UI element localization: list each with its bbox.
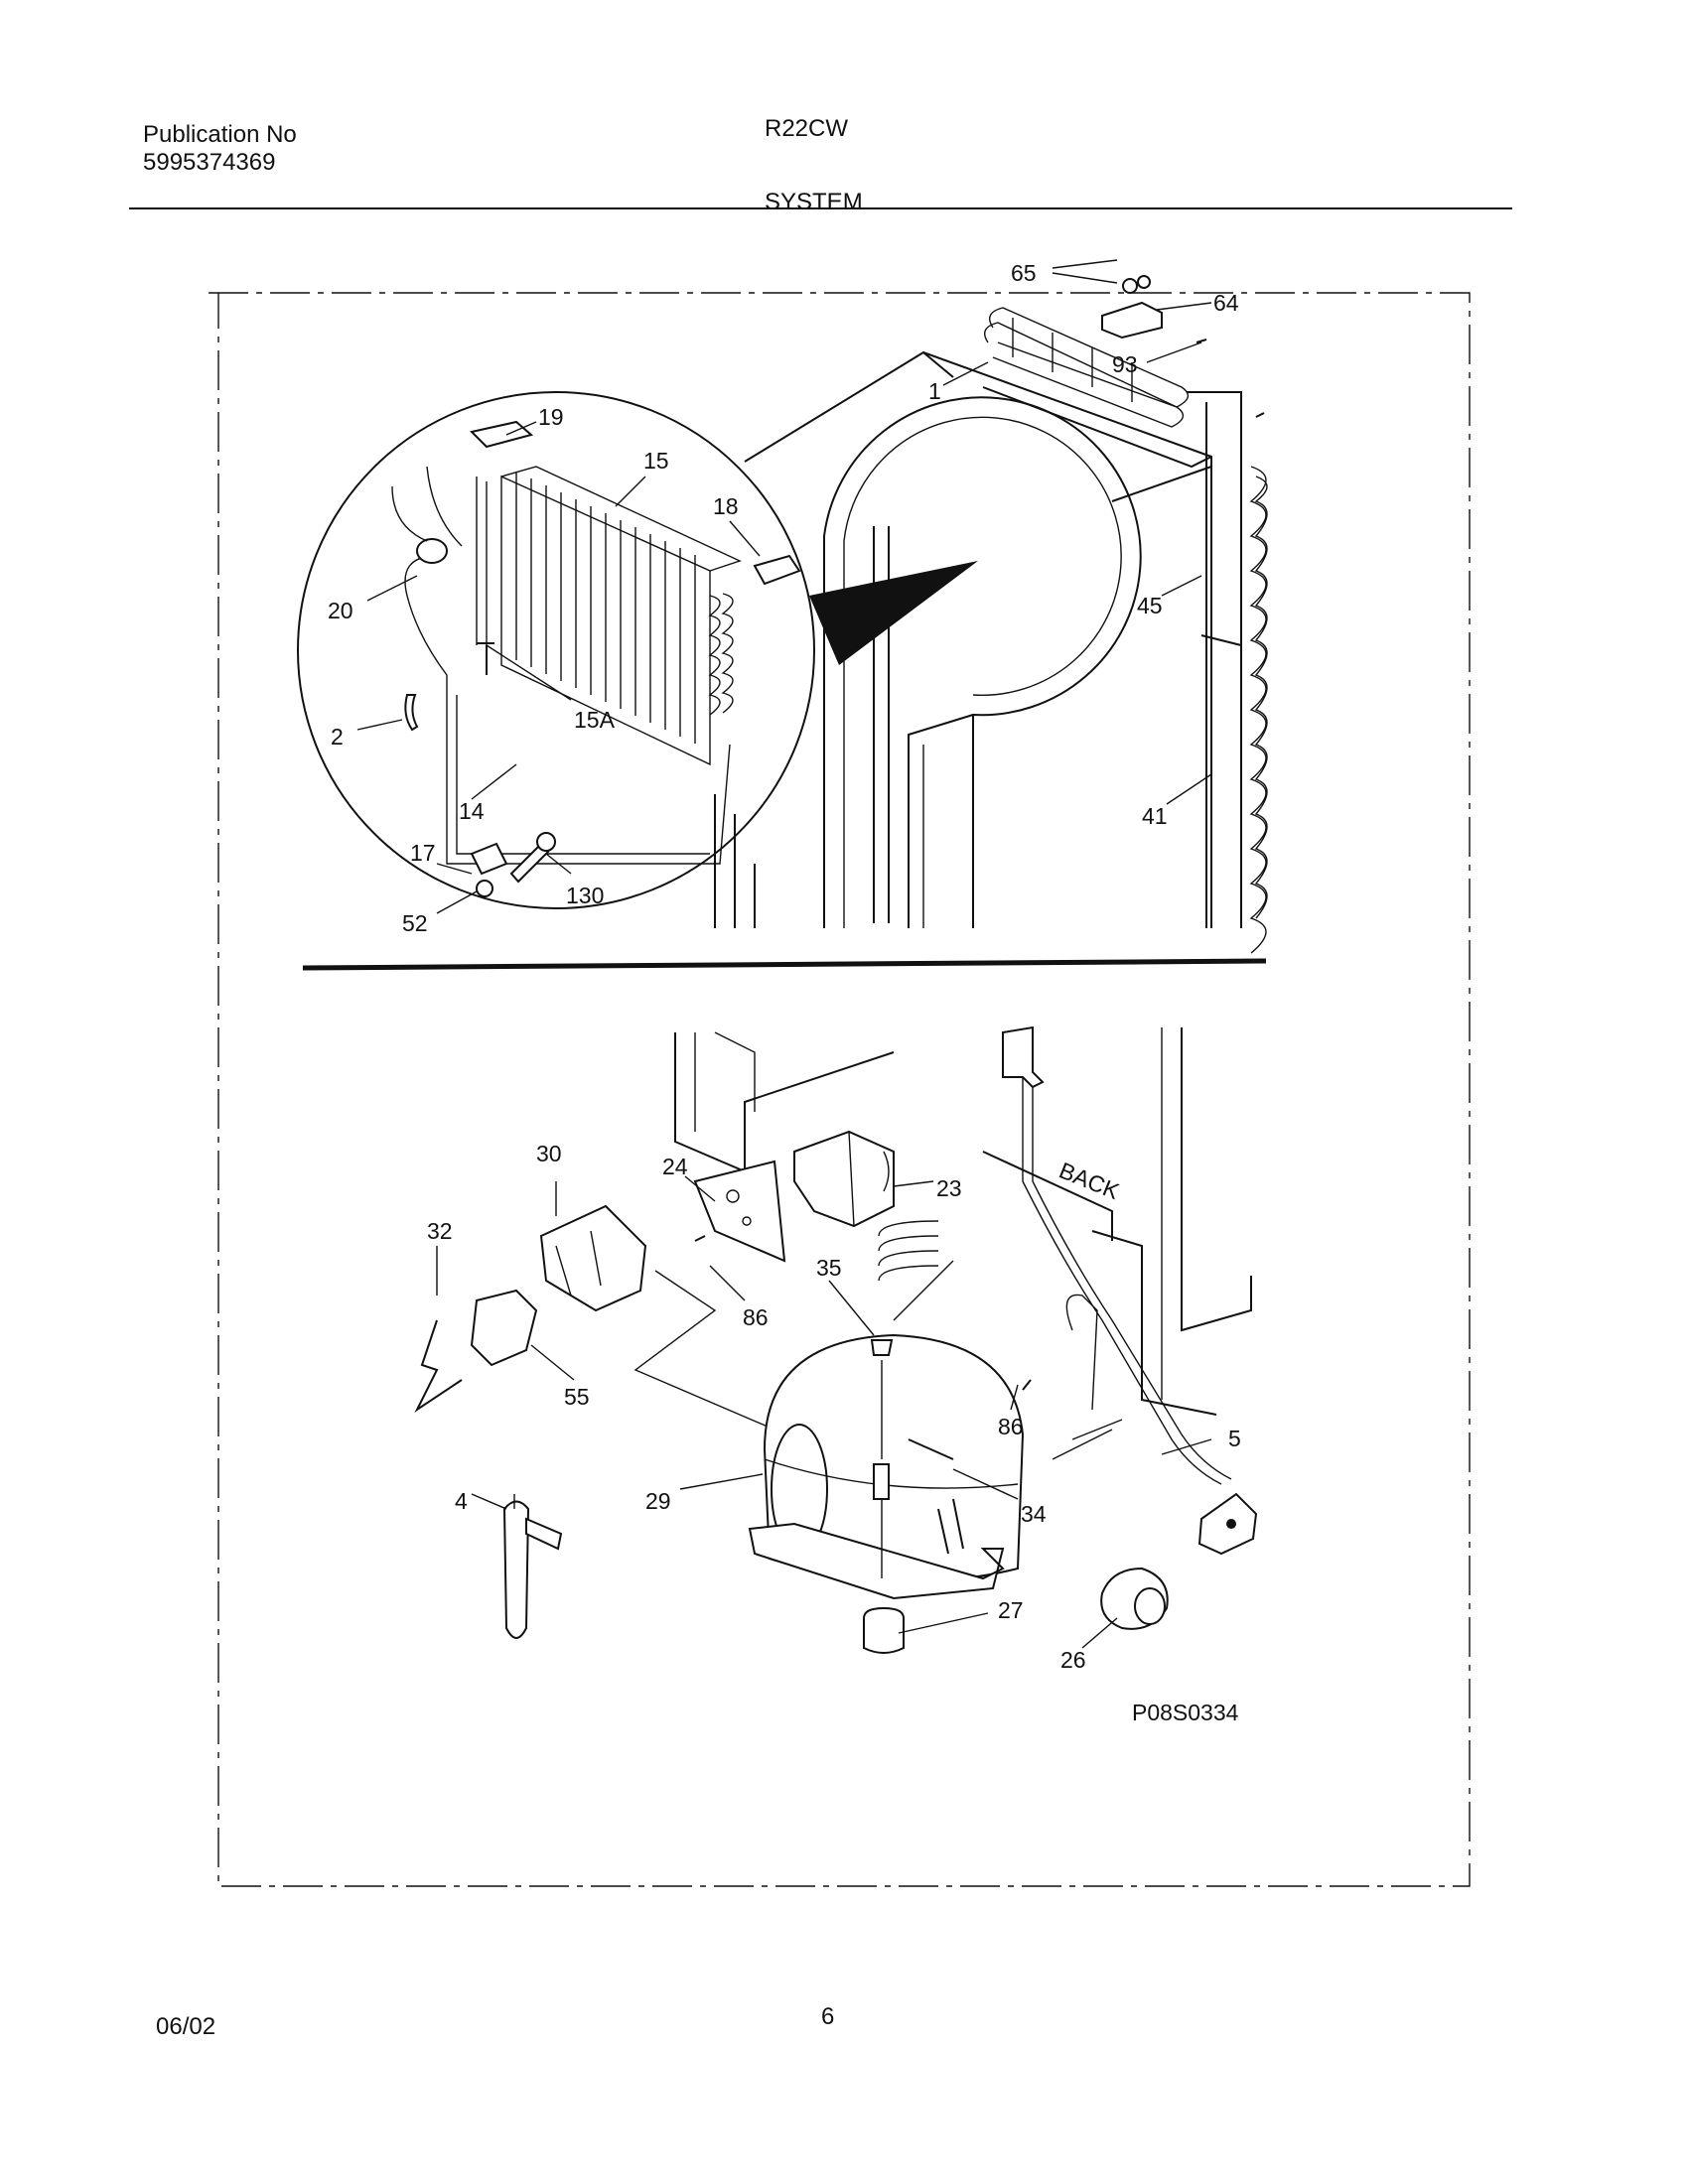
callout-29: 29	[645, 1488, 671, 1514]
callout-labels: 65 64 93 1 19 15 18 20 15A 2 14 17 130 5…	[328, 260, 1241, 1725]
callout-1: 1	[928, 378, 941, 404]
callout-15a: 15A	[574, 707, 616, 733]
callout-5: 5	[1228, 1426, 1241, 1451]
machine-compartment-view	[414, 1025, 1258, 1654]
publication-number: 5995374369	[143, 149, 276, 176]
callout-55: 55	[564, 1384, 590, 1410]
callout-130: 130	[566, 883, 604, 908]
cabinet-back-view	[714, 275, 1268, 954]
callout-15: 15	[643, 448, 669, 474]
callout-65: 65	[1011, 260, 1037, 286]
model-number: R22CW	[765, 115, 849, 142]
callout-52: 52	[402, 910, 428, 936]
footer-date: 06/02	[156, 2013, 216, 2040]
callout-86-upper: 86	[743, 1304, 769, 1330]
evaporator-detail-magnifier	[297, 391, 815, 909]
callout-leaders	[356, 259, 1212, 1649]
figure-code: P08S0334	[1132, 1700, 1239, 1725]
header-rule	[129, 207, 1512, 209]
diagram-frame	[209, 292, 1471, 1887]
callout-23: 23	[936, 1175, 962, 1201]
callout-41: 41	[1142, 803, 1168, 829]
callout-17: 17	[410, 840, 436, 866]
callout-93: 93	[1112, 351, 1138, 377]
callout-64: 64	[1213, 290, 1239, 316]
callout-2: 2	[331, 724, 344, 750]
section-divider	[302, 958, 1267, 971]
callout-19: 19	[538, 404, 564, 430]
callout-45: 45	[1137, 593, 1163, 618]
back-label: BACK	[1055, 1158, 1123, 1205]
callout-32: 32	[427, 1218, 453, 1244]
callout-26: 26	[1060, 1647, 1086, 1673]
section-title: SYSTEM	[765, 189, 863, 215]
publication-label: Publication No	[143, 121, 297, 148]
callout-20: 20	[328, 598, 353, 623]
callout-27: 27	[998, 1597, 1024, 1623]
callout-18: 18	[713, 493, 739, 519]
page-number: 6	[821, 2003, 835, 2030]
callout-14: 14	[459, 798, 485, 824]
callout-30: 30	[536, 1141, 562, 1166]
callout-86-lower: 86	[998, 1414, 1024, 1439]
callout-34: 34	[1021, 1501, 1047, 1527]
callout-24: 24	[662, 1154, 688, 1179]
callout-4: 4	[455, 1488, 468, 1514]
callout-35: 35	[816, 1255, 842, 1281]
